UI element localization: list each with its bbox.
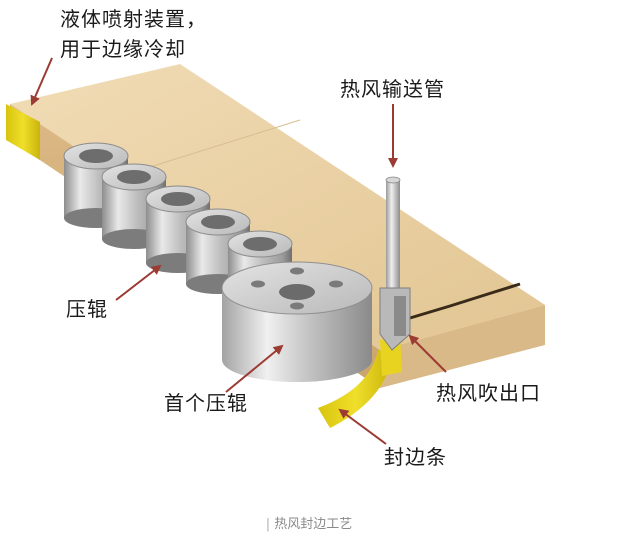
- label-hot-air-outlet: 热风吹出口: [436, 381, 541, 405]
- hot-air-pipe: [379, 176, 411, 351]
- caption-bar: |: [265, 517, 271, 532]
- arrow-hot-air-outlet: [408, 334, 447, 373]
- arrow-press-roller: [115, 264, 162, 301]
- arrow-liquid-spray: [30, 57, 53, 106]
- edge-band-left: [6, 104, 40, 160]
- glue-line: [409, 282, 521, 320]
- label-press-roller: 压辊: [66, 297, 108, 321]
- board-top-face: [10, 64, 545, 350]
- board-end-face: [380, 305, 545, 388]
- label-hot-air-pipe: 热风输送管: [340, 77, 445, 101]
- caption-text: 热风封边工艺: [274, 517, 353, 532]
- label-first-press-roller: 首个压辊: [164, 391, 248, 415]
- label-liquid-spray-line2: 用于边缘冷却: [60, 37, 186, 61]
- arrow-first-press-roller: [225, 344, 284, 393]
- figure-caption: |热风封边工艺: [0, 516, 618, 534]
- first-press-roller: [221, 261, 373, 382]
- board-seam: [149, 119, 301, 168]
- edge-band-feed: [318, 350, 392, 428]
- arrow-edge-band: [338, 408, 387, 445]
- label-liquid-spray-line1: 液体喷射装置，: [60, 7, 207, 31]
- label-edge-band: 封边条: [384, 445, 447, 469]
- callout-arrows: [30, 57, 447, 445]
